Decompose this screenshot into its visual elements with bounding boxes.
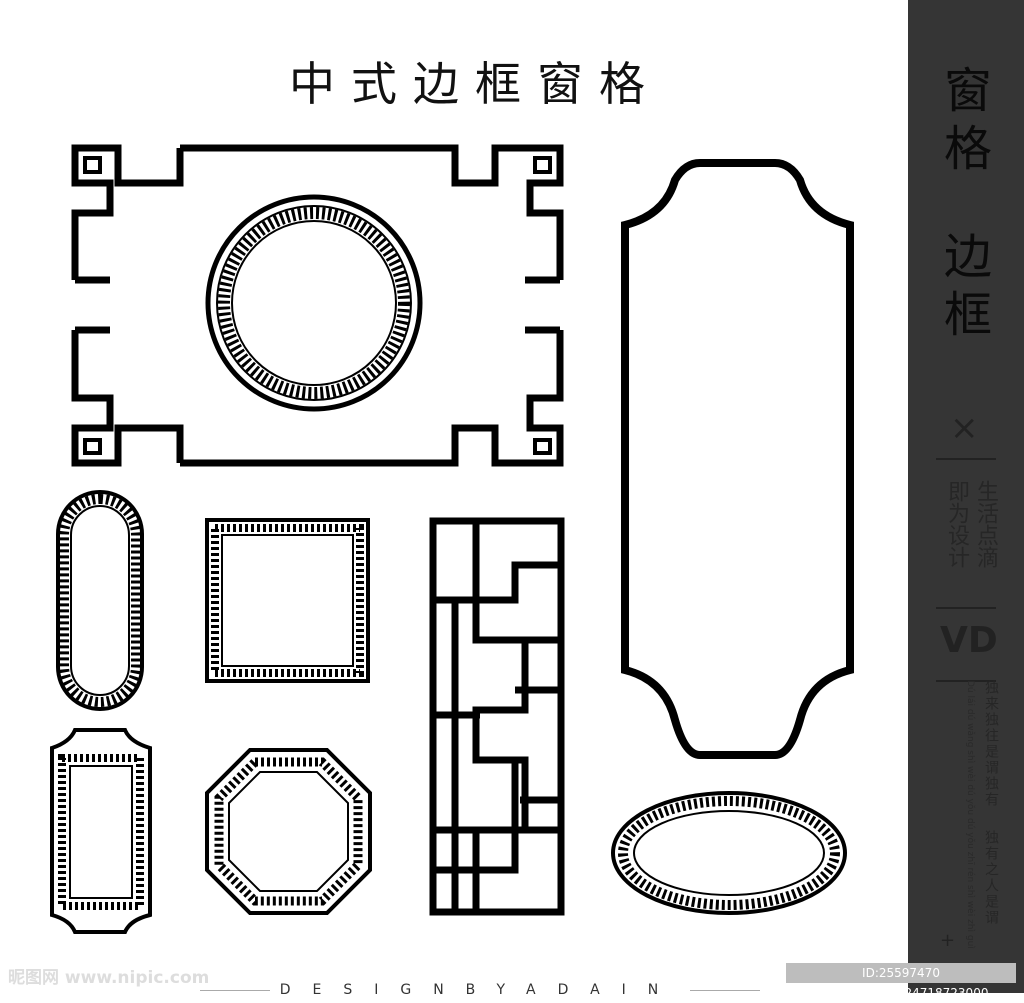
- vd-logo: VD: [940, 620, 998, 661]
- oval-fretwork-frame: [611, 791, 847, 915]
- verse-line-1: 独来独往是谓独有: [983, 680, 999, 808]
- image-id-label: ID:25597470 NO:20210226224718723000: [786, 963, 1016, 1000]
- tall-scalloped-frame: [621, 159, 854, 759]
- capsule-frame: [56, 490, 144, 711]
- frames-artwork: [50, 144, 854, 934]
- slogan-left: 即为设计: [944, 480, 969, 568]
- square-frame: [205, 518, 370, 683]
- heading-window-lattice: 窗格: [943, 63, 992, 177]
- plus-icon: +: [940, 930, 956, 951]
- verse-line-2: 独有之人是谓: [983, 830, 999, 926]
- divider: [936, 458, 996, 460]
- cross-icon: ×: [950, 408, 979, 448]
- divider: [936, 607, 996, 609]
- ornate-rectangle-frame: [50, 728, 152, 934]
- round-fretwork-frame: [205, 194, 423, 412]
- divider: [936, 680, 996, 682]
- heading-border: 边框: [943, 229, 992, 343]
- rectangular-fretwork-frame: [71, 144, 564, 467]
- design-by-credit: DESIGNBYADAIN: [120, 982, 840, 998]
- design-by-text: DESIGNBYADAIN: [279, 982, 681, 998]
- pinyin-text: Dú lái dú wǎng shì wèi dú yǒu dú yǒu zhī…: [965, 680, 975, 949]
- octagon-frame: [205, 748, 372, 915]
- slogan-right: 生活点滴: [973, 480, 998, 568]
- lattice-window-frame: [429, 517, 565, 916]
- sidebar: 窗格 边框 × 生活点滴 即为设计 VD 独来独往是谓独有 独有之人是谓 Dú …: [908, 0, 1024, 993]
- page-title: 中式边框窗格: [289, 57, 661, 111]
